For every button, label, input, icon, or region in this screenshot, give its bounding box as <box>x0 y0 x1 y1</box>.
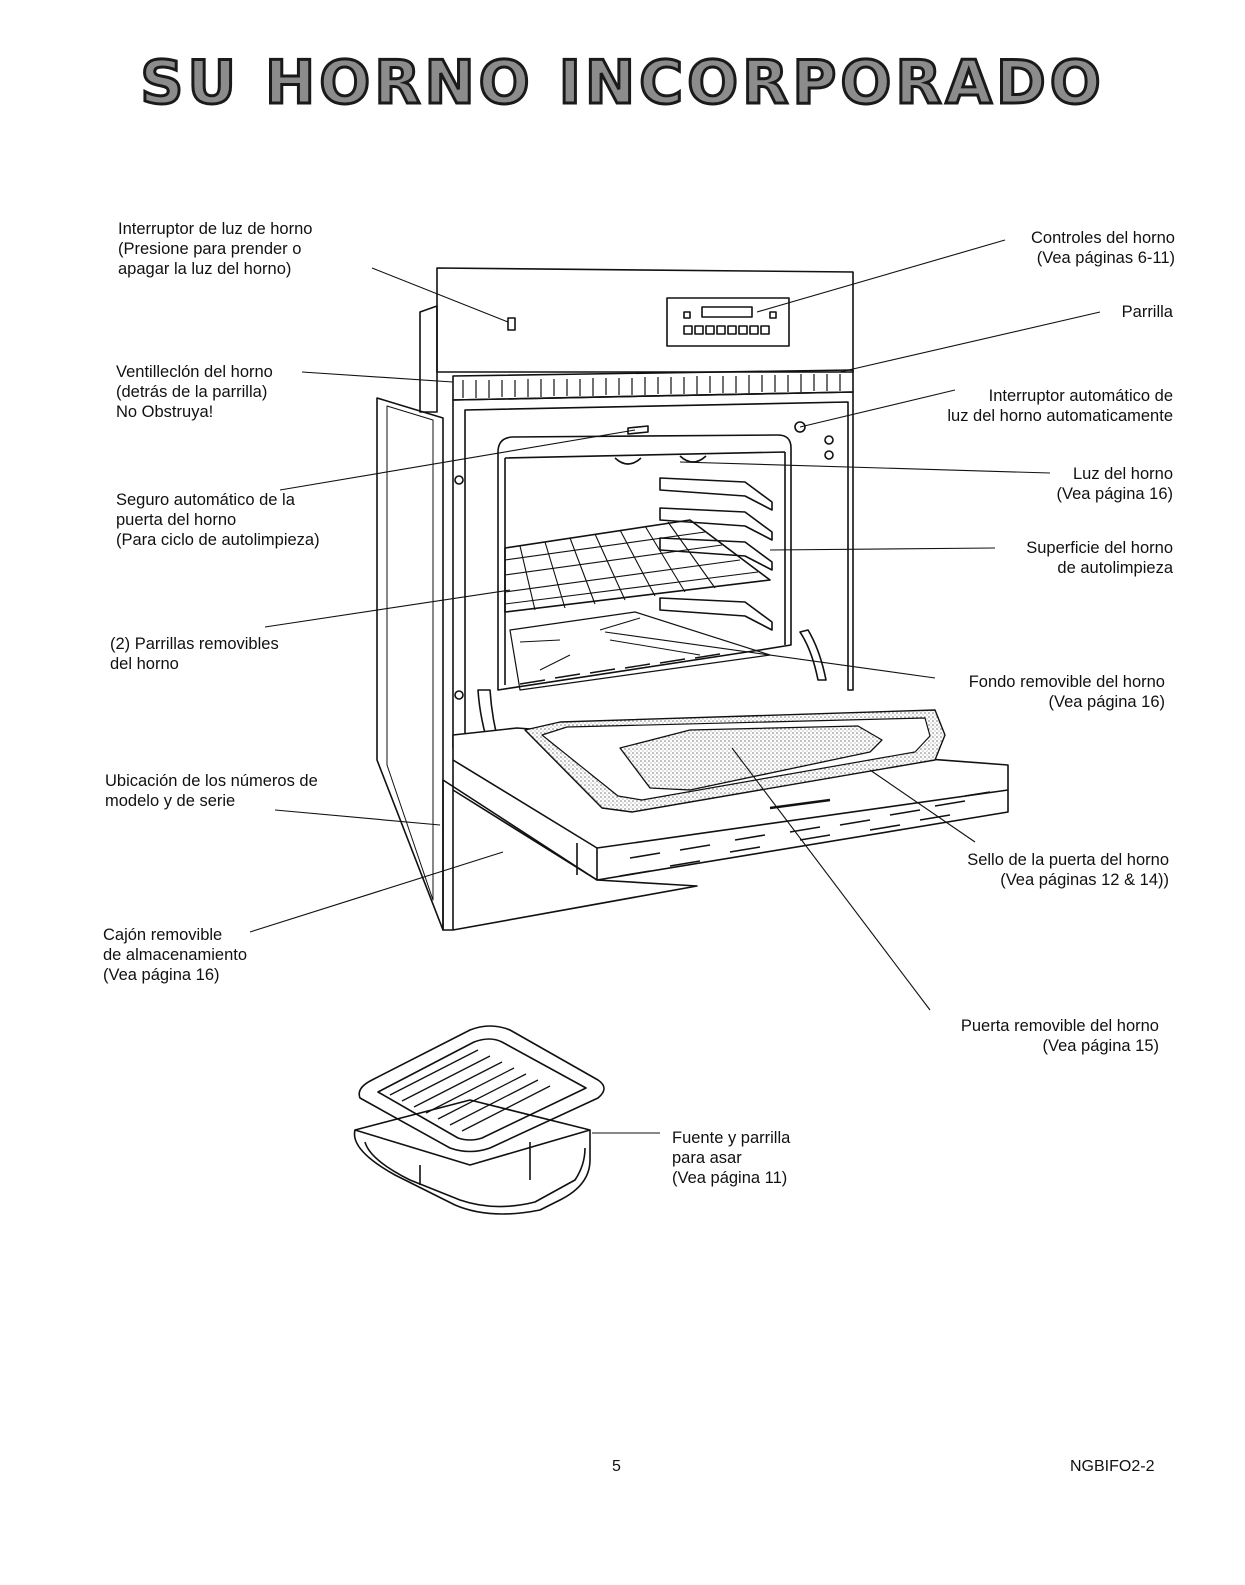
door-latch <box>627 425 649 435</box>
control-display <box>666 297 790 347</box>
label-serial: Ubicación de los números de modelo y de … <box>105 772 318 810</box>
oven-cavity <box>497 434 792 691</box>
document-code: NGBIFO2-2 <box>1070 1458 1155 1475</box>
light-switch-button <box>507 317 516 331</box>
label-surface: Superficie del horno de autolimpieza <box>1026 539 1173 577</box>
oven-rack <box>504 519 771 613</box>
storage-drawer <box>442 779 698 931</box>
vent-slots <box>462 374 841 398</box>
label-light-switch: Interruptor de luz de horno (Presione pa… <box>118 220 313 278</box>
label-controls: Controles del horno (Vea páginas 6-11) <box>1030 229 1175 267</box>
label-racks: (2) Parrillas removibles del horno <box>110 635 279 673</box>
rack-supports <box>659 477 773 631</box>
control-buttons <box>683 311 777 335</box>
leader-lines <box>249 239 1101 1134</box>
label-broiler: Fuente y parrilla para asar (Vea página … <box>672 1129 791 1187</box>
broiler-pan <box>353 1025 605 1215</box>
control-panel <box>436 267 854 373</box>
label-seal: Sello de la puerta del horno (Vea página… <box>967 851 1169 889</box>
auto-light-switch <box>794 421 806 433</box>
door-glass <box>619 725 883 791</box>
label-auto-switch: Interruptor automático de luz del horno … <box>947 387 1173 425</box>
oven-bottom <box>509 611 771 691</box>
page-title: SU HORNO INCORPORADO <box>139 47 1105 120</box>
label-door-lock: Seguro automático de la puerta del horno… <box>116 491 320 549</box>
label-vent: Ventilleclón del horno (detrás de la par… <box>116 363 273 421</box>
oven-frame <box>452 391 854 749</box>
label-drawer: Cajón removible de almacenamiento (Vea p… <box>103 926 248 984</box>
page-number: 5 <box>612 1458 621 1475</box>
door-hinge-right <box>799 629 827 681</box>
label-oven-light: Luz del horno (Vea página 16) <box>1056 465 1173 503</box>
label-grille: Parrilla <box>1121 303 1173 321</box>
label-door: Puerta removible del horno (Vea página 1… <box>960 1017 1159 1055</box>
label-bottom: Fondo removible del horno (Vea página 16… <box>968 673 1165 711</box>
